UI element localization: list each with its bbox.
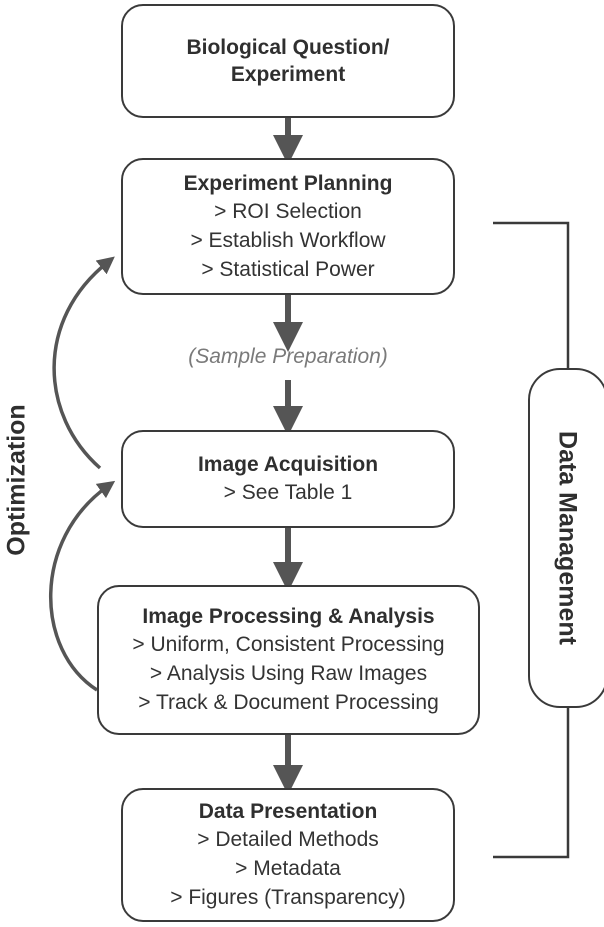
list-item: > Detailed Methods: [197, 828, 379, 851]
list-item: > ROI Selection: [214, 199, 362, 223]
data-management-label: Data Management: [553, 431, 582, 645]
optimization-label: Optimization: [2, 404, 31, 556]
feedback-arrow-to-planning: [52, 256, 115, 470]
list-item: > Uniform, Consistent Processing: [132, 633, 445, 656]
feedback-arrow-to-acquisition: [49, 480, 116, 692]
box-title: Experiment Planning: [183, 171, 393, 195]
list-item: > See Table 1: [223, 481, 353, 504]
list-item: > Track & Document Processing: [138, 691, 439, 714]
list-item: > Figures (Transparency): [170, 886, 406, 909]
box-data-presentation: Data Presentation > Detailed Methods > M…: [121, 788, 455, 922]
box-image-processing-analysis: Image Processing & Analysis > Uniform, C…: [97, 585, 480, 735]
list-item: > Establish Workflow: [190, 228, 386, 252]
list-item: > Analysis Using Raw Images: [149, 662, 428, 685]
box-image-acquisition: Image Acquisition > See Table 1: [121, 430, 455, 528]
data-management-bracket: [493, 221, 570, 859]
box-title: Data Presentation: [198, 800, 378, 823]
list-item: > Metadata: [235, 857, 341, 880]
box-experiment-planning: Experiment Planning > ROI Selection > Es…: [121, 158, 455, 295]
box-title: Biological Question/ Experiment: [186, 36, 390, 86]
box-title: Image Acquisition: [197, 453, 379, 476]
box-biological-question: Biological Question/ Experiment: [121, 4, 455, 118]
box-title: Image Processing & Analysis: [142, 605, 435, 628]
sample-preparation-label: (Sample Preparation): [188, 345, 388, 368]
optimization-arrows: [49, 256, 116, 692]
list-item: > Statistical Power: [201, 257, 375, 281]
data-management-box: [528, 368, 604, 708]
